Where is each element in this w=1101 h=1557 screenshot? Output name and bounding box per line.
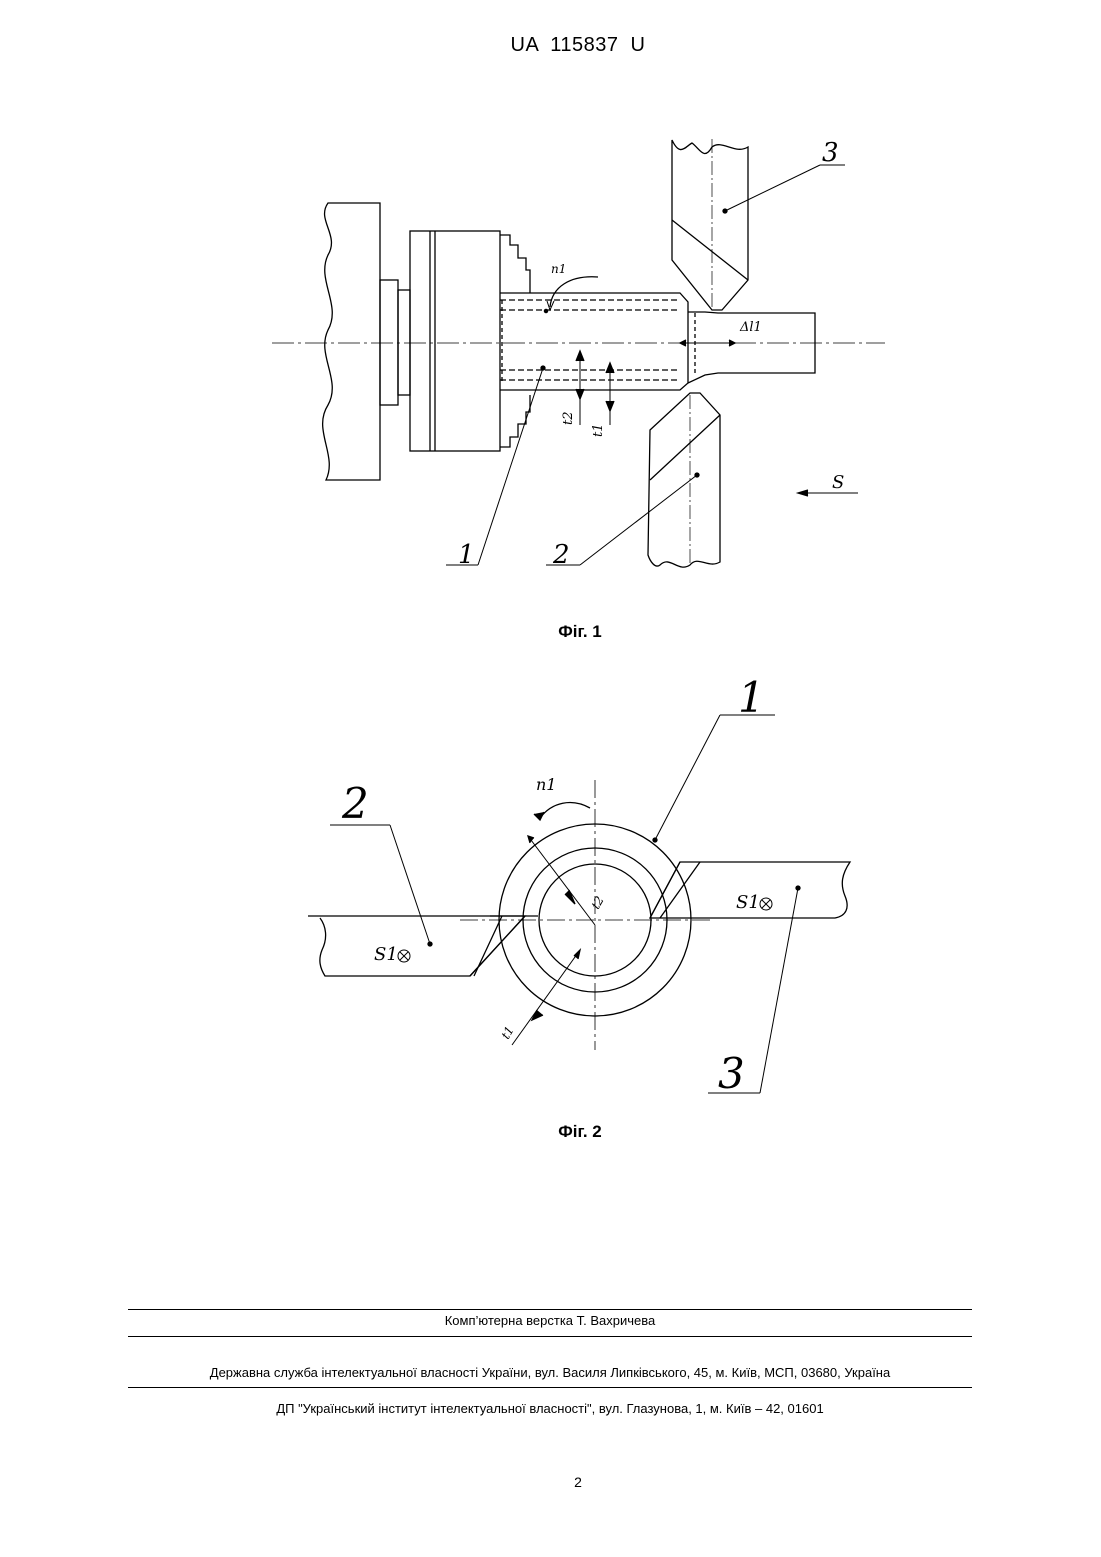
rotation-arrow	[550, 277, 598, 307]
label-part-3: 3	[822, 138, 839, 168]
footer-rule-3	[128, 1387, 972, 1388]
tool-3	[672, 140, 748, 310]
label-part-3: 3	[718, 1049, 745, 1098]
figure-1-caption: Фіг. 1	[0, 622, 1101, 642]
spindle-hub	[398, 290, 410, 395]
footer-rule-2	[128, 1336, 972, 1337]
workpiece-outline	[500, 293, 688, 390]
spindle-housing	[323, 203, 380, 480]
label-part-1: 1	[738, 673, 765, 722]
label-n1: n1	[536, 775, 556, 794]
label-s: S	[832, 472, 844, 493]
tool-2	[648, 393, 720, 567]
tool-2-section	[308, 916, 525, 976]
figure-2-drawing: 1 2 3 n1 S1 S1 t2 t1	[290, 670, 860, 1100]
chuck-body	[410, 231, 500, 451]
figure-1-drawing: 3 1 2 n1 Δl1 t2 t1 S	[260, 125, 900, 585]
page-number: 2	[0, 1474, 1101, 1490]
label-part-2: 2	[341, 779, 369, 828]
label-t2: t2	[588, 894, 606, 912]
label-n1: n1	[551, 262, 566, 276]
footer-institute: ДП "Український інститут інтелектуальної…	[128, 1401, 972, 1416]
footer-typesetting: Комп’ютерна верстка Т. Вахричева	[128, 1313, 972, 1328]
document-number: UA 115837 U	[0, 34, 1101, 57]
figure-2-caption: Фіг. 2	[0, 1122, 1101, 1142]
label-dl1: Δl1	[739, 320, 762, 335]
chuck-jaws-top	[500, 235, 530, 293]
label-s1-right: S1	[736, 892, 760, 913]
spindle-flange	[380, 280, 398, 405]
label-t1: t1	[498, 1024, 516, 1042]
label-s1-left: S1	[374, 944, 398, 965]
footer-rule-1	[128, 1309, 972, 1310]
label-t1: t1	[591, 424, 606, 438]
footer-agency: Державна служба інтелектуальної власност…	[128, 1365, 972, 1380]
label-part-1: 1	[458, 540, 475, 570]
label-t2: t2	[561, 412, 576, 426]
label-part-2: 2	[552, 540, 570, 570]
rotation-arrow-2	[540, 803, 590, 818]
